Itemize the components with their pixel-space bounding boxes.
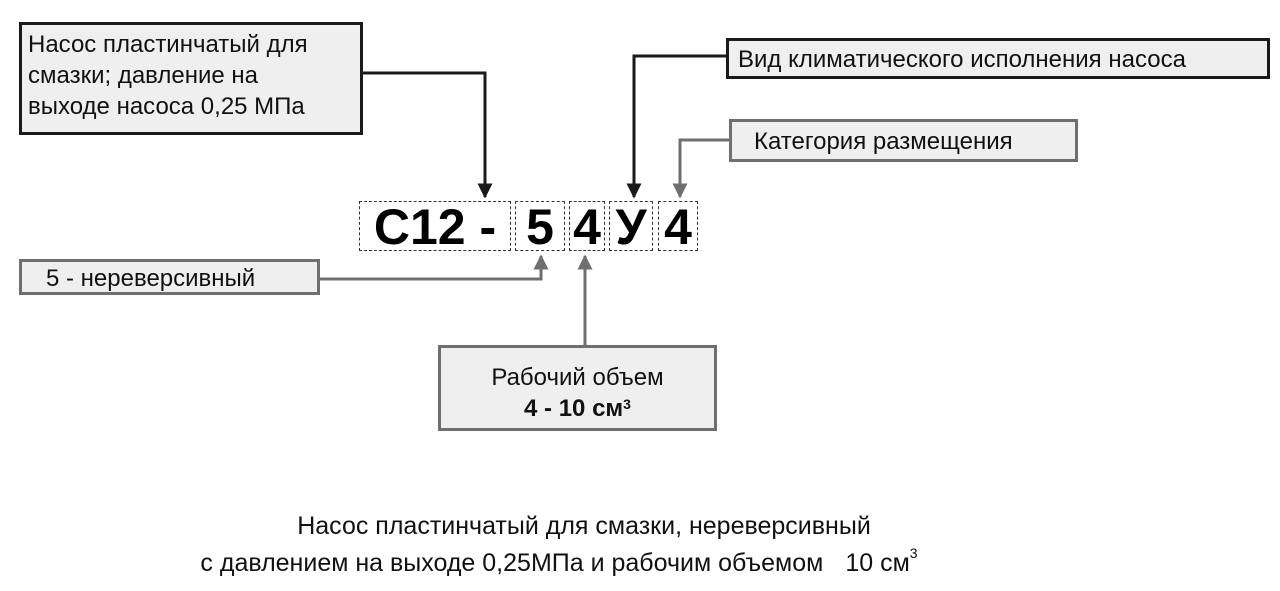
description-line-1: Насос пластинчатый для [28, 31, 308, 58]
working-volume-title: Рабочий объем [491, 364, 664, 391]
reversibility-box: 5 - нереверсивный [19, 259, 320, 295]
arrow-climate-to-letter [626, 54, 726, 199]
summary-line-1: Насос пластинчатый для смазки, нереверси… [297, 512, 871, 540]
designation-climate: У [609, 201, 653, 252]
summary-line-2-text: с давлением на выходе 0,25МПа и рабочим … [200, 549, 824, 577]
working-volume-box: Рабочий объем 4 - 10 см3 [438, 345, 717, 431]
working-volume-unit-power: 3 [623, 396, 631, 412]
summary-line-2-value: 10 см [845, 549, 910, 577]
working-volume-range-text: 4 - 10 см [524, 395, 624, 422]
designation-reversibility: 5 [515, 201, 565, 252]
arrow-category-to-digit [672, 138, 729, 199]
designation-volume: 4 [569, 201, 605, 252]
working-volume-range: 4 - 10 см3 [441, 393, 714, 424]
arrow-description-to-model [363, 71, 493, 199]
designation-category: 4 [658, 201, 698, 252]
summary-line-2: с давлением на выходе 0,25МПа и рабочим … [0, 545, 1118, 578]
designation-model: С12 - [359, 201, 511, 252]
pump-description-box: Насос пластинчатый для смазки; давление … [19, 22, 363, 135]
climate-version-box: Вид климатического исполнения насоса [726, 38, 1270, 79]
climate-version-label: Вид климатического исполнения насоса [738, 46, 1186, 73]
description-line-3: выходе насоса 0,25 МПа [28, 93, 305, 120]
placement-category-label: Категория размещения [754, 128, 1013, 155]
placement-category-box: Категория размещения [729, 119, 1078, 162]
summary-line-2-power: 3 [909, 545, 918, 561]
reversibility-label: 5 - нереверсивный [46, 265, 256, 292]
arrow-reversibility-to-digit [320, 254, 549, 281]
description-line-2: смазки; давление на [28, 62, 259, 89]
